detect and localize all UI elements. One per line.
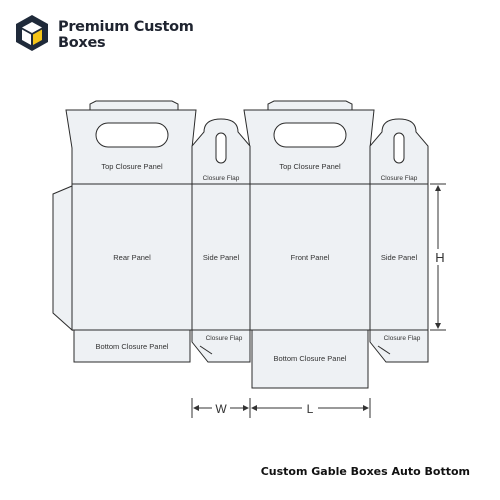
front-bottom-closure-label: Bottom Closure Panel bbox=[274, 354, 347, 363]
right-top-flap-label: Closure Flap bbox=[381, 175, 418, 182]
box-cube-icon bbox=[16, 15, 48, 51]
brand-name-line1: Premium Custom bbox=[58, 19, 194, 35]
length-dimension-label: L bbox=[307, 402, 314, 416]
side-panel-right-label: Side Panel bbox=[381, 253, 418, 262]
glue-flap bbox=[52, 185, 73, 332]
front-top-closure-label: Top Closure Panel bbox=[279, 162, 341, 171]
side-panel-left bbox=[191, 183, 251, 331]
height-dimension-label: H bbox=[435, 250, 444, 265]
left-bottom-flap-label: Closure Flap bbox=[206, 335, 243, 342]
front-panel bbox=[249, 183, 371, 331]
caption: Custom Gable Boxes Auto Bottom bbox=[260, 465, 470, 478]
fold-line bbox=[377, 345, 391, 355]
rear-top-closure-label: Top Closure Panel bbox=[101, 162, 163, 171]
front-handle-cutout bbox=[273, 122, 347, 148]
front-bottom-closure-panel bbox=[251, 329, 369, 389]
rear-panel bbox=[71, 183, 193, 331]
rear-bottom-closure-label: Bottom Closure Panel bbox=[96, 342, 169, 351]
right-bottom-flap-label: Closure Flap bbox=[384, 335, 421, 342]
brand-logo: Premium Custom Boxes bbox=[14, 14, 214, 54]
side-panel-left-label: Side Panel bbox=[203, 253, 240, 262]
left-top-flap-label: Closure Flap bbox=[203, 175, 240, 182]
rear-handle-cutout bbox=[95, 122, 169, 148]
fold-line bbox=[199, 345, 213, 355]
front-panel-label: Front Panel bbox=[291, 253, 330, 262]
left-flap-handle-slot bbox=[215, 132, 227, 164]
brand-name-line2: Boxes bbox=[58, 35, 106, 51]
right-flap-handle-slot bbox=[393, 132, 405, 164]
width-dimension-label: W bbox=[215, 402, 227, 416]
rear-panel-label: Rear Panel bbox=[113, 253, 151, 262]
